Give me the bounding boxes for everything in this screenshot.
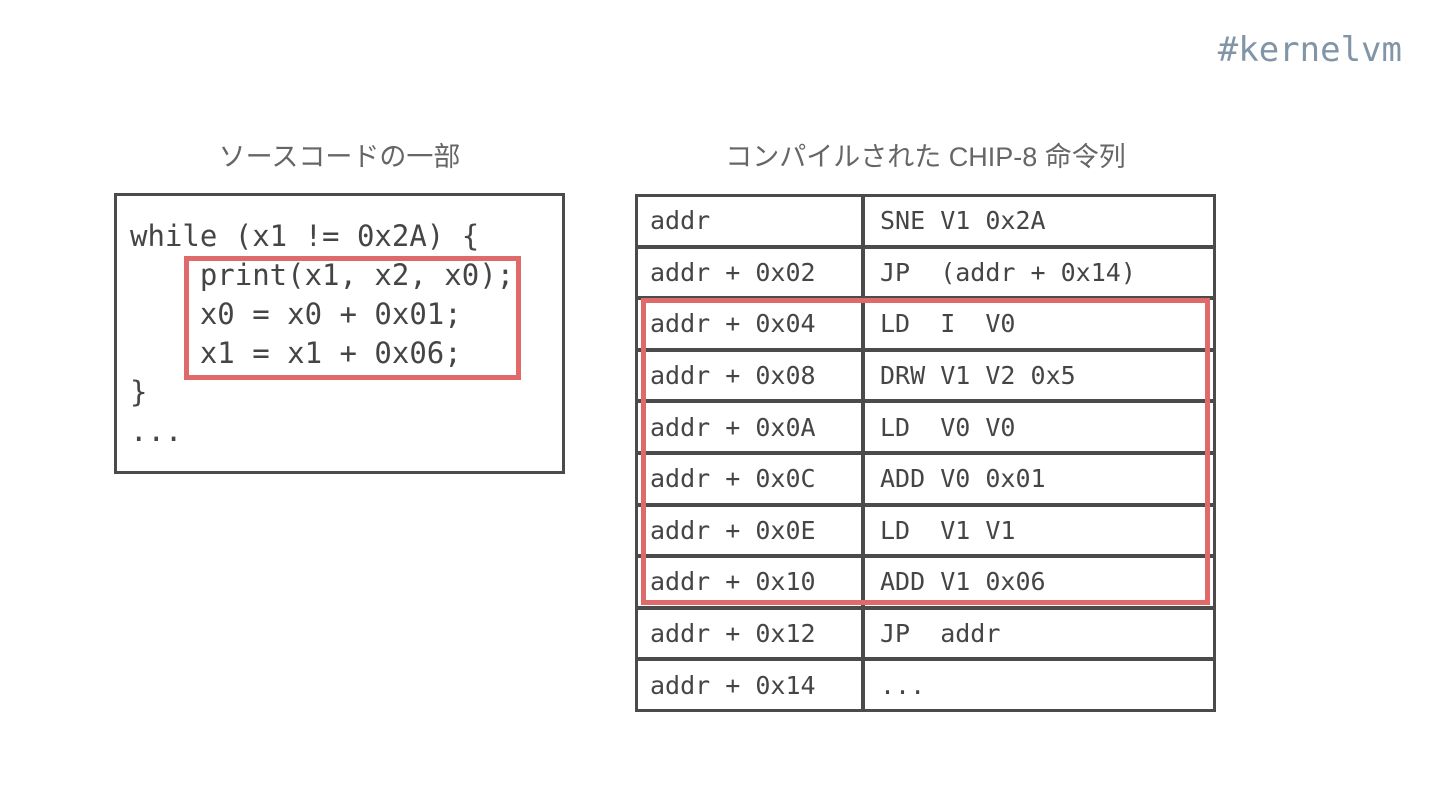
address-cell: addr + 0x0A bbox=[638, 403, 865, 451]
instruction-cell: JP (addr + 0x14) bbox=[880, 257, 1136, 287]
table-row: addr SNE V1 0x2A bbox=[638, 197, 1213, 249]
instructions-heading: コンパイルされた CHIP-8 命令列 bbox=[725, 142, 1126, 172]
code-line: } bbox=[130, 375, 148, 409]
table-row-highlighted: addr + 0x10 ADD V1 0x06 bbox=[638, 558, 1213, 610]
instruction-cell: ... bbox=[880, 670, 926, 700]
source-code-heading: ソースコードの一部 bbox=[218, 142, 461, 172]
instruction-cell: LD V1 V1 bbox=[880, 515, 1016, 545]
code-line: print(x1, x2, x0); bbox=[130, 258, 515, 292]
instruction-table: addr SNE V1 0x2A addr + 0x02 JP (addr + 0x1… bbox=[635, 194, 1216, 712]
table-row: addr + 0x14... bbox=[638, 661, 1213, 709]
hashtag-kernelvm: #kernelvm bbox=[1217, 30, 1402, 70]
address-cell: addr + 0x04 bbox=[638, 300, 865, 348]
code-line: while (x1 != 0x2A) { bbox=[130, 219, 480, 253]
table-row-highlighted: addr + 0x0E LD V1 V1 bbox=[638, 506, 1213, 559]
address-cell: addr + 0x0C bbox=[638, 454, 865, 503]
instruction-cell: DRW V1 V2 0x5 bbox=[880, 361, 1076, 391]
address-cell: addr bbox=[638, 197, 865, 245]
table-row-highlighted: addr + 0x08 DRW V1 V2 0x5 bbox=[638, 351, 1213, 404]
address-cell: addr + 0x02 bbox=[638, 248, 865, 297]
instruction-cell: ADD V1 0x06 bbox=[880, 567, 1046, 597]
instruction-cell: JP addr bbox=[880, 619, 1001, 649]
address-cell: addr + 0x0E bbox=[638, 506, 865, 555]
table-row-highlighted: addr + 0x0A LD V0 V0 bbox=[638, 403, 1213, 455]
address-cell: addr + 0x08 bbox=[638, 351, 865, 400]
table-row: addr + 0x12 JP addr bbox=[638, 609, 1213, 662]
code-line: x1 = x1 + 0x06; bbox=[130, 336, 462, 370]
table-row: addr + 0x02 JP (addr + 0x14) bbox=[638, 248, 1213, 301]
code-line: x0 = x0 + 0x01; bbox=[130, 297, 462, 331]
instruction-cell: LD I V0 bbox=[880, 309, 1016, 339]
source-code-lines: while (x1 != 0x2A) { print(x1, x2, x0); … bbox=[130, 217, 562, 451]
instruction-cell: LD V0 V0 bbox=[880, 412, 1016, 442]
code-line: ... bbox=[130, 414, 183, 448]
table-row-highlighted: addr + 0x0C ADD V0 0x01 bbox=[638, 454, 1213, 507]
source-code-box: while (x1 != 0x2A) { print(x1, x2, x0); … bbox=[114, 193, 565, 474]
table-row-highlighted: addr + 0x04 LD I V0 bbox=[638, 300, 1213, 352]
instruction-cell: SNE V1 0x2A bbox=[880, 206, 1046, 236]
instruction-cell: ADD V0 0x01 bbox=[880, 464, 1046, 494]
address-cell: addr + 0x12 bbox=[638, 609, 865, 658]
address-cell: addr + 0x14 bbox=[638, 661, 865, 709]
address-cell: addr + 0x10 bbox=[638, 558, 865, 606]
